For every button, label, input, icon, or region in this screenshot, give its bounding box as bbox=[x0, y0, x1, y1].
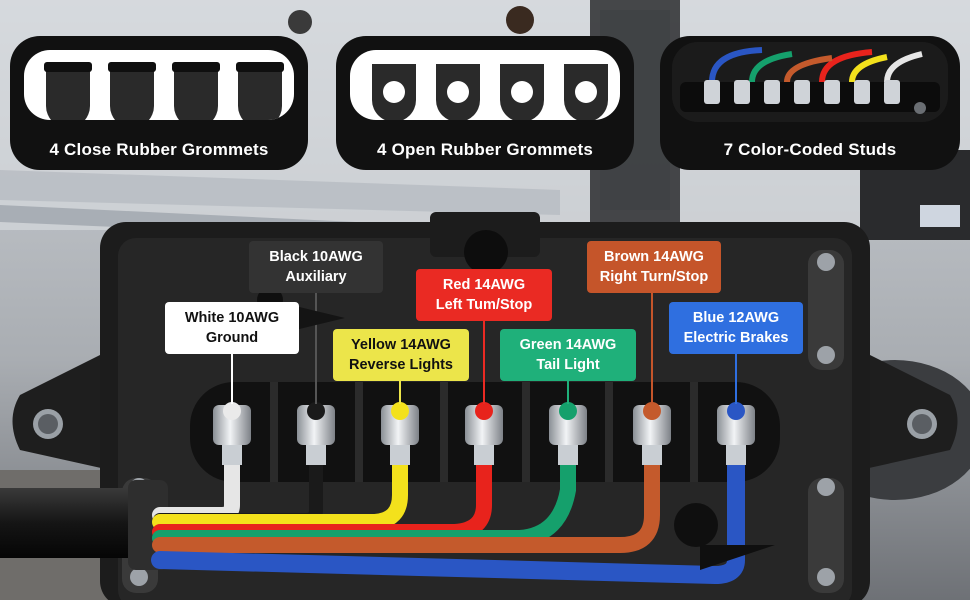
feature-label: 4 Open Rubber Grommets bbox=[377, 140, 593, 159]
feature-card-color-studs: 7 Color-Coded Studs bbox=[660, 36, 960, 170]
tag-white-ground: White 10AWG Ground bbox=[165, 302, 299, 354]
feature-image-color-studs bbox=[672, 42, 948, 122]
tag-line-2: Electric Brakes bbox=[683, 330, 789, 346]
tag-blue-brakes: Blue 12AWG Electric Brakes bbox=[669, 302, 803, 354]
tag-line-2: Right Turn/Stop bbox=[599, 269, 709, 285]
tag-brown-right-turn: Brown 14AWG Right Turn/Stop bbox=[587, 241, 721, 293]
tag-line-1: Green 14AWG bbox=[519, 337, 617, 353]
tag-line-2: Ground bbox=[205, 330, 259, 346]
tag-line-1: White 10AWG bbox=[184, 310, 280, 326]
tag-line-1: Red 14AWG bbox=[442, 277, 526, 293]
tag-line-2: Left Tum/Stop bbox=[435, 297, 533, 313]
tag-line-1: Yellow 14AWG bbox=[351, 337, 451, 353]
tag-red-left-turn: Red 14AWG Left Tum/Stop bbox=[416, 269, 552, 321]
close-grommet-icons bbox=[44, 62, 284, 120]
feature-label: 7 Color-Coded Studs bbox=[723, 140, 897, 159]
feature-card-open-grommets: 4 Open Rubber Grommets bbox=[336, 36, 634, 170]
tag-black-auxiliary: Black 10AWG Auxiliary bbox=[249, 241, 383, 293]
tag-line-2: Reverse Lights bbox=[349, 357, 453, 373]
tag-line-2: Tail Light bbox=[536, 357, 600, 373]
tag-line-1: Black 10AWG bbox=[269, 249, 363, 265]
feature-label: 4 Close Rubber Grommets bbox=[49, 140, 269, 159]
feature-image-close-grommets bbox=[24, 50, 294, 120]
feature-card-close-grommets: 4 Close Rubber Grommets bbox=[10, 36, 308, 170]
tag-green-tail: Green 14AWG Tail Light bbox=[500, 329, 636, 381]
color-studs-thumbnail bbox=[672, 42, 948, 122]
tag-line-1: Brown 14AWG bbox=[604, 249, 704, 265]
tag-yellow-reverse: Yellow 14AWG Reverse Lights bbox=[333, 329, 469, 381]
open-grommet-icons bbox=[372, 64, 608, 120]
feature-image-open-grommets bbox=[350, 50, 620, 120]
tag-line-1: Blue 12AWG bbox=[692, 310, 780, 326]
tag-line-2: Auxiliary bbox=[285, 269, 347, 285]
